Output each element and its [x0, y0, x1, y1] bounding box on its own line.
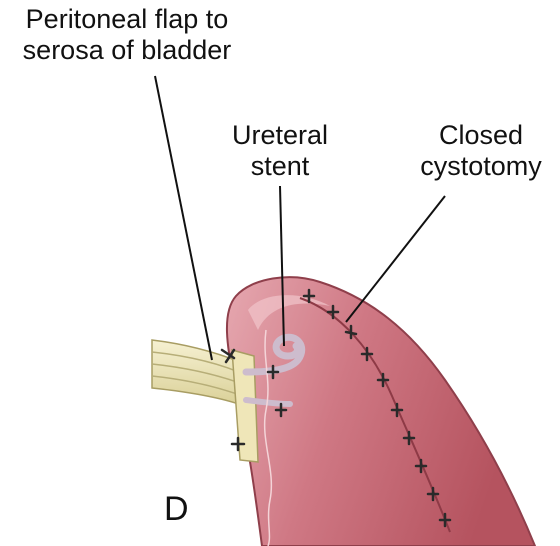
- suture-knot: [274, 402, 288, 418]
- peritoneal-flap-label: Peritoneal flap to serosa of bladder: [2, 4, 252, 66]
- suture-knot: [414, 458, 428, 474]
- suture-knot: [376, 372, 390, 388]
- ureteral-stent-leader: [279, 185, 285, 347]
- peritoneal-flap: [231, 348, 259, 463]
- cystotomy-sutures: [302, 288, 452, 528]
- suture-knot: [426, 486, 440, 502]
- suture-knot: [230, 436, 246, 452]
- suture-knot: [344, 324, 358, 340]
- suture-knot: [438, 512, 452, 528]
- bladder-dome: [225, 276, 537, 546]
- closed-cystotomy-label: Closed cystotomy: [408, 120, 554, 182]
- bladder-highlight: [248, 295, 330, 330]
- peritoneal-flap-label-line2: serosa of bladder: [22, 35, 232, 65]
- suture-knot: [326, 304, 340, 320]
- peritoneal-flap-label-line1: Peritoneal flap to: [25, 4, 229, 34]
- ureteral-stent-label-line2: stent: [250, 151, 310, 181]
- flap-sutures: [220, 348, 288, 452]
- suture-knot: [266, 364, 280, 380]
- ureteral-stent-tail: [243, 397, 293, 407]
- suture-knot: [220, 348, 236, 364]
- cystotomy-suture-line: [299, 297, 451, 533]
- suture-knot: [390, 402, 404, 418]
- suture-knot: [402, 430, 416, 446]
- closed-cystotomy-leader: [345, 195, 446, 323]
- ureteral-stent-label-line1: Ureteral: [231, 120, 329, 150]
- suture-knot: [360, 346, 374, 362]
- ureteral-stent-label: Ureteral stent: [200, 120, 360, 182]
- closed-cystotomy-label-line1: Closed: [438, 120, 524, 150]
- panel-letter: D: [164, 490, 189, 528]
- peritoneal-flap-leader: [154, 75, 213, 361]
- flap-incision-line: [263, 329, 273, 546]
- closed-cystotomy-label-line2: cystotomy: [420, 151, 542, 181]
- suture-knot: [302, 288, 316, 304]
